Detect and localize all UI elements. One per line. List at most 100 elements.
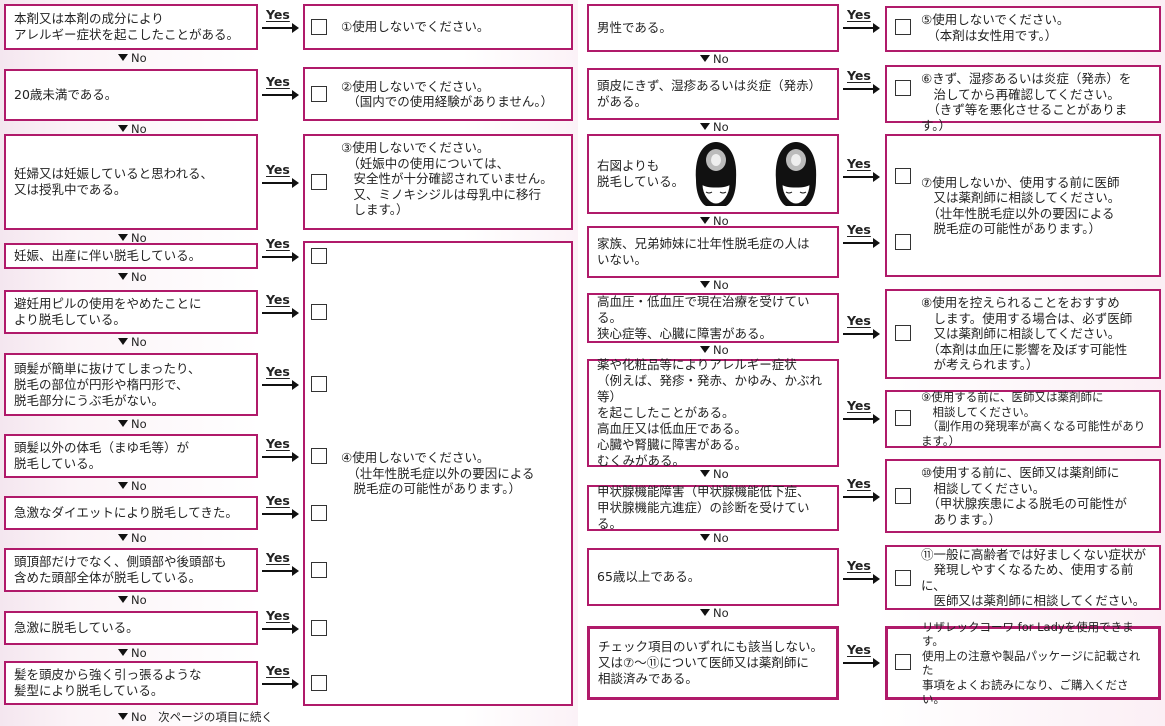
arrow-down-icon bbox=[700, 123, 710, 130]
yes-label: Yes bbox=[266, 493, 290, 508]
question-box: 頭皮にきず、湿疹あるいは炎症（発赤） がある。 bbox=[587, 68, 839, 120]
footer-no-label: No 次ページの項目に続く bbox=[131, 710, 273, 724]
no-label: No bbox=[713, 343, 729, 357]
answer-box-4: ④使用しないでください。 （壮年性脱毛症以外の要因による 脱毛症の可能性がありま… bbox=[303, 241, 573, 706]
head-illustration bbox=[775, 142, 817, 206]
arrow-right-icon bbox=[843, 658, 880, 668]
yes-label: Yes bbox=[266, 608, 290, 623]
question-box: 高血圧・低血圧で現在治療を受けている。 狭心症等、心臓に障害がある。 bbox=[587, 293, 839, 343]
no-arrow: No bbox=[118, 336, 147, 348]
question-box: 20歳未満である。 bbox=[4, 69, 258, 121]
no-arrow: No bbox=[700, 344, 729, 356]
arrow-right-icon bbox=[843, 172, 880, 182]
question-box: 本剤又は本剤の成分により アレルギー症状を起こしたことがある。 bbox=[4, 4, 258, 50]
checkbox-icon[interactable] bbox=[311, 304, 327, 320]
arrow-down-icon bbox=[118, 125, 128, 132]
arrow-right-icon bbox=[262, 90, 299, 100]
yes-label: Yes bbox=[847, 68, 871, 83]
answer-box-9: ⑨使用する前に、医師又は薬剤師に 相談してください。 （副作用の発現率が高くなる… bbox=[885, 390, 1161, 448]
arrow-right-icon bbox=[843, 329, 880, 339]
arrow-down-icon bbox=[118, 649, 128, 656]
arrow-down-icon bbox=[700, 346, 710, 353]
no-arrow: No bbox=[118, 647, 147, 659]
checkbox-icon[interactable] bbox=[311, 174, 327, 190]
question-box: 家族、兄弟姉妹に壮年性脱毛症の人は いない。 bbox=[587, 226, 839, 278]
question-box: 髪を頭皮から強く引っ張るような 髪型により脱毛している。 bbox=[4, 661, 258, 705]
question-box: 急激に脱毛している。 bbox=[4, 611, 258, 645]
checkbox-icon[interactable] bbox=[895, 168, 911, 184]
checkbox-icon[interactable] bbox=[311, 248, 327, 264]
no-arrow: No bbox=[700, 468, 729, 480]
checkbox-icon[interactable] bbox=[895, 19, 911, 35]
no-label: No bbox=[713, 467, 729, 481]
arrow-down-icon bbox=[700, 609, 710, 616]
yes-label: Yes bbox=[266, 7, 290, 22]
checkbox-icon[interactable] bbox=[311, 376, 327, 392]
checkbox-icon[interactable] bbox=[895, 325, 911, 341]
arrow-right-icon bbox=[262, 452, 299, 462]
yes-label: Yes bbox=[847, 476, 871, 491]
yes-label: Yes bbox=[847, 222, 871, 237]
yes-label: Yes bbox=[266, 162, 290, 177]
yes-label: Yes bbox=[847, 156, 871, 171]
arrow-down-icon bbox=[700, 217, 710, 224]
checkbox-icon[interactable] bbox=[311, 562, 327, 578]
arrow-down-icon bbox=[118, 420, 128, 427]
checkbox-icon[interactable] bbox=[311, 620, 327, 636]
yes-label: Yes bbox=[266, 364, 290, 379]
answer-box-2: ②使用しないでください。 （国内での使用経験がありません。） bbox=[303, 67, 573, 121]
arrow-right-icon bbox=[262, 380, 299, 390]
no-arrow: No bbox=[118, 52, 147, 64]
no-label: No bbox=[131, 646, 147, 660]
arrow-down-icon bbox=[700, 534, 710, 541]
no-label: No bbox=[713, 120, 729, 134]
no-arrow: No bbox=[118, 532, 147, 544]
yes-label: Yes bbox=[266, 292, 290, 307]
question-box: 妊婦又は妊娠していると思われる、 又は授乳中である。 bbox=[4, 134, 258, 230]
no-arrow: No bbox=[700, 279, 729, 291]
checkbox-icon[interactable] bbox=[895, 488, 911, 504]
checkbox-icon[interactable] bbox=[311, 86, 327, 102]
no-arrow: No bbox=[700, 121, 729, 133]
question-box: 妊娠、出産に伴い脱毛している。 bbox=[4, 243, 258, 269]
question-box: チェック項目のいずれにも該当しない。 又は⑦〜⑪について医師又は薬剤師に 相談済… bbox=[587, 626, 839, 700]
no-label: No bbox=[131, 531, 147, 545]
arrow-down-icon bbox=[118, 596, 128, 603]
checkbox-icon[interactable] bbox=[895, 80, 911, 96]
no-label: No bbox=[713, 52, 729, 66]
no-label: No bbox=[131, 479, 147, 493]
question-box: 65歳以上である。 bbox=[587, 548, 839, 606]
checkbox-icon[interactable] bbox=[311, 505, 327, 521]
answer-box-final: リザレックコーワ for Ladyを使用できます。 使用上の注意や製品パッケージ… bbox=[885, 620, 1161, 706]
no-arrow: No bbox=[700, 53, 729, 65]
arrow-right-icon bbox=[262, 679, 299, 689]
arrow-right-icon bbox=[262, 178, 299, 188]
arrow-down-icon bbox=[118, 338, 128, 345]
arrow-down-icon bbox=[118, 534, 128, 541]
arrow-right-icon bbox=[262, 308, 299, 318]
no-arrow: No bbox=[118, 123, 147, 135]
no-arrow: No bbox=[118, 232, 147, 244]
question-box: 頭頂部だけでなく、側頭部や後頭部も 含めた頭部全体が脱毛している。 bbox=[4, 548, 258, 592]
arrow-right-icon bbox=[843, 574, 880, 584]
arrow-down-icon bbox=[118, 482, 128, 489]
checkbox-icon[interactable] bbox=[895, 654, 911, 670]
checkbox-icon[interactable] bbox=[895, 410, 911, 426]
no-arrow: No bbox=[118, 480, 147, 492]
checkbox-icon[interactable] bbox=[895, 234, 911, 250]
yes-label: Yes bbox=[847, 558, 871, 573]
arrow-down-icon bbox=[700, 55, 710, 62]
head-illustration bbox=[695, 142, 737, 206]
arrow-down-icon bbox=[118, 234, 128, 241]
checkbox-icon[interactable] bbox=[311, 675, 327, 691]
yes-label: Yes bbox=[266, 550, 290, 565]
no-arrow: No bbox=[118, 271, 147, 283]
arrow-down-icon bbox=[118, 713, 128, 720]
checkbox-icon[interactable] bbox=[311, 448, 327, 464]
arrow-down-icon bbox=[118, 54, 128, 61]
arrow-right-icon bbox=[843, 238, 880, 248]
checkbox-icon[interactable] bbox=[311, 19, 327, 35]
no-label: No bbox=[131, 593, 147, 607]
checkbox-icon[interactable] bbox=[895, 570, 911, 586]
no-label: No bbox=[131, 335, 147, 349]
